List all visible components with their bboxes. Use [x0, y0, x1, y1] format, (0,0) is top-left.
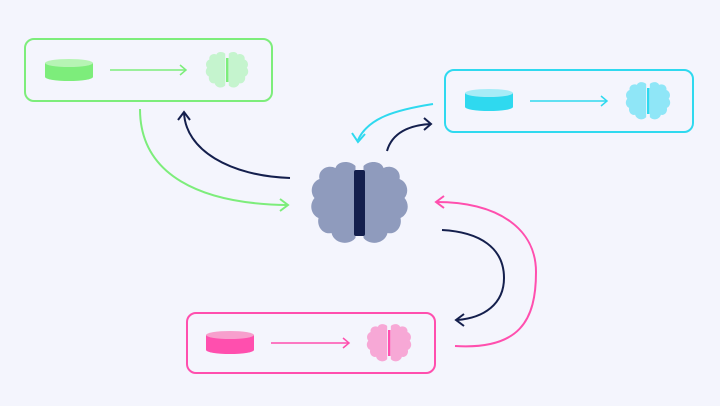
client-box-green	[24, 38, 273, 102]
brain-icon	[625, 82, 671, 120]
database-icon	[206, 331, 254, 354]
database-icon	[45, 59, 93, 81]
central-divider	[354, 170, 365, 236]
client-box-cyan	[444, 69, 694, 133]
arrow-right-icon	[271, 337, 351, 349]
database-icon	[465, 89, 513, 111]
brain-icon	[205, 51, 249, 88]
client-frame-pink	[186, 312, 436, 374]
arrow-center-to-green	[177, 110, 291, 179]
arrow-center-to-pink	[441, 229, 506, 327]
arrow-right-icon	[530, 95, 609, 107]
arrow-right-icon	[110, 64, 188, 76]
client-frame-green	[24, 38, 273, 102]
client-frame-cyan	[444, 69, 694, 133]
client-box-pink	[186, 312, 436, 374]
central-brain-icon	[311, 162, 408, 243]
arrow-center-to-cyan	[386, 117, 433, 152]
arrow-green-to-center	[139, 108, 290, 212]
brain-icon	[366, 324, 412, 362]
arrow-pink-to-center	[434, 195, 538, 348]
arrow-cyan-to-center	[351, 103, 434, 144]
